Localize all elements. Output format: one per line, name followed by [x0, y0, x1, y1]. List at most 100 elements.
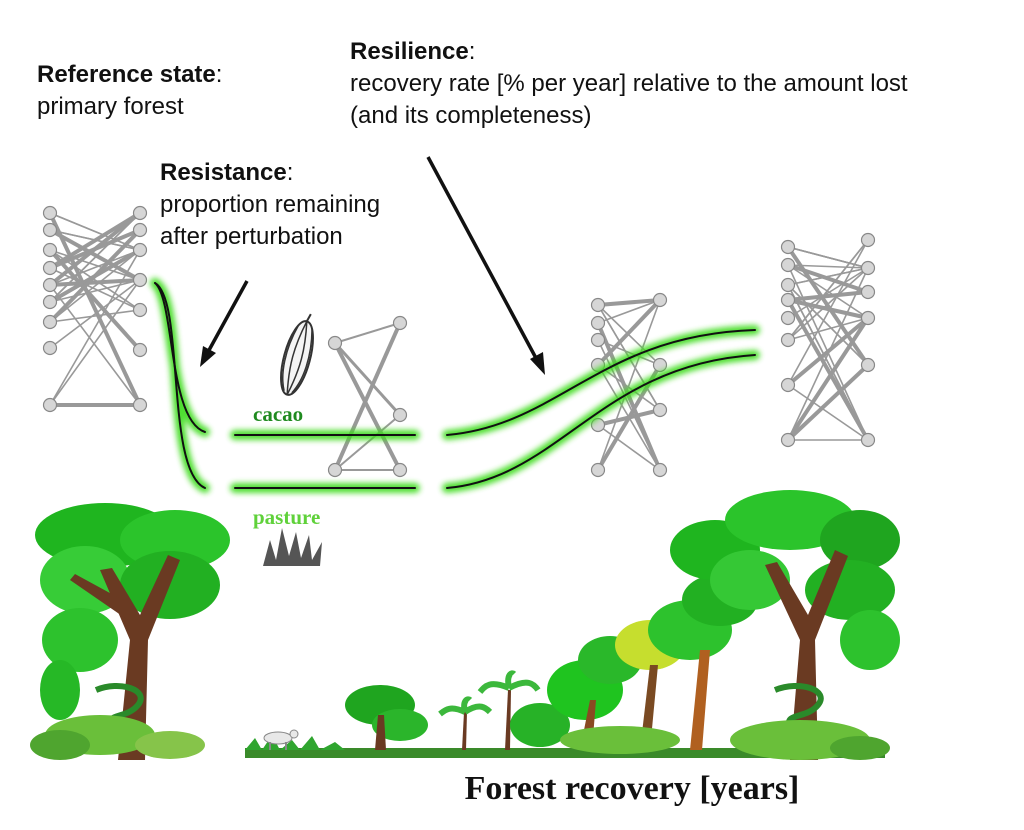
- resilience-text: Resilience: recovery rate [% per year] r…: [350, 38, 908, 129]
- network-node: [42, 277, 58, 293]
- cacao-label: cacao: [253, 402, 303, 426]
- network-node: [860, 310, 876, 326]
- resistance-title: Resistance: [160, 159, 287, 186]
- network-link: [49, 279, 141, 406]
- resistance-arrow: [200, 280, 249, 367]
- network-node: [42, 242, 58, 258]
- network-node: [327, 462, 343, 478]
- ground-vegetation: [245, 670, 885, 758]
- network-link: [787, 246, 869, 269]
- network-node: [392, 407, 408, 423]
- resilience-arrow: [426, 156, 545, 375]
- network-node: [860, 284, 876, 300]
- network-link: [48, 248, 142, 352]
- network-link: [787, 317, 869, 441]
- network-link: [49, 212, 141, 406]
- network-node: [132, 342, 148, 358]
- diagram-canvas: cacao pasture: [30, 156, 900, 760]
- network-node: [780, 310, 796, 326]
- cacao-pod-icon: [280, 313, 314, 396]
- network-link: [787, 239, 869, 341]
- network-link: [49, 279, 141, 303]
- network-link: [597, 298, 661, 307]
- network-link: [597, 339, 661, 471]
- network-link: [49, 279, 141, 349]
- network-link: [787, 284, 869, 441]
- network-link: [597, 424, 661, 471]
- secondary-forest-illustration: [510, 574, 758, 754]
- cacao-recovery-curve: [446, 329, 756, 436]
- network-node: [652, 402, 668, 418]
- network-node: [590, 332, 606, 348]
- resistance-text: Resistance: proportion remaining after p…: [160, 159, 381, 250]
- network-node: [780, 292, 796, 308]
- network-node: [42, 397, 58, 413]
- network-link: [787, 264, 869, 319]
- network-link: [786, 245, 870, 367]
- network-node: [132, 272, 148, 288]
- network-node: [590, 315, 606, 331]
- network-node: [42, 205, 58, 221]
- network-link: [597, 339, 661, 366]
- network-node: [780, 332, 796, 348]
- drop-curve-pasture: [154, 282, 206, 489]
- network-link: [49, 284, 141, 406]
- network-link: [49, 212, 141, 303]
- network-recovered: [780, 232, 876, 448]
- network-link: [787, 384, 869, 441]
- network-link: [49, 309, 141, 323]
- network-node: [132, 302, 148, 318]
- network-node: [42, 260, 58, 276]
- network-link: [333, 342, 402, 471]
- reference-state-desc: primary forest: [37, 93, 184, 120]
- network-node: [780, 239, 796, 255]
- pasture-recovery-curve: [446, 354, 756, 489]
- network-primary-forest: [42, 205, 148, 413]
- network-node: [860, 232, 876, 248]
- network-node: [42, 314, 58, 330]
- network-node: [132, 222, 148, 238]
- network-node: [42, 222, 58, 238]
- resilience-line-2: (and its completeness): [350, 102, 592, 129]
- network-node: [860, 260, 876, 276]
- network-node: [590, 462, 606, 478]
- network-link: [333, 322, 402, 471]
- reference-state-text: Reference state: primary forest: [37, 61, 223, 120]
- network-link: [786, 363, 870, 442]
- network-node: [780, 432, 796, 448]
- network-link: [597, 299, 661, 471]
- network-node: [392, 315, 408, 331]
- animal-icon: [263, 729, 299, 750]
- network-link: [333, 341, 402, 417]
- network-node: [132, 242, 148, 258]
- grass-icon: [263, 528, 322, 566]
- network-node: [652, 357, 668, 373]
- network-node: [590, 297, 606, 313]
- network-link: [49, 212, 141, 251]
- network-link: [597, 299, 661, 366]
- network-node: [780, 257, 796, 273]
- reference-state-title: Reference state: [37, 61, 216, 88]
- network-link: [48, 228, 142, 324]
- network-link: [48, 211, 142, 270]
- network-node: [860, 357, 876, 373]
- network-node: [780, 377, 796, 393]
- network-link: [597, 299, 661, 324]
- axis-title: Forest recovery [years]: [464, 770, 800, 807]
- network-link: [49, 249, 141, 323]
- resilience-line-1: recovery rate [% per year] relative to t…: [350, 70, 908, 97]
- network-cacao: [327, 315, 408, 478]
- network-node: [652, 292, 668, 308]
- network-node: [42, 294, 58, 310]
- network-link: [334, 322, 401, 344]
- network-link: [787, 267, 869, 286]
- resistance-line-1: proportion remaining: [160, 191, 381, 218]
- network-node: [132, 397, 148, 413]
- network-node: [327, 335, 343, 351]
- network-node: [392, 462, 408, 478]
- forest-right-illustration: [670, 490, 900, 760]
- network-link: [49, 249, 141, 406]
- pasture-label: pasture: [253, 505, 320, 529]
- network-node: [652, 462, 668, 478]
- network-node: [860, 432, 876, 448]
